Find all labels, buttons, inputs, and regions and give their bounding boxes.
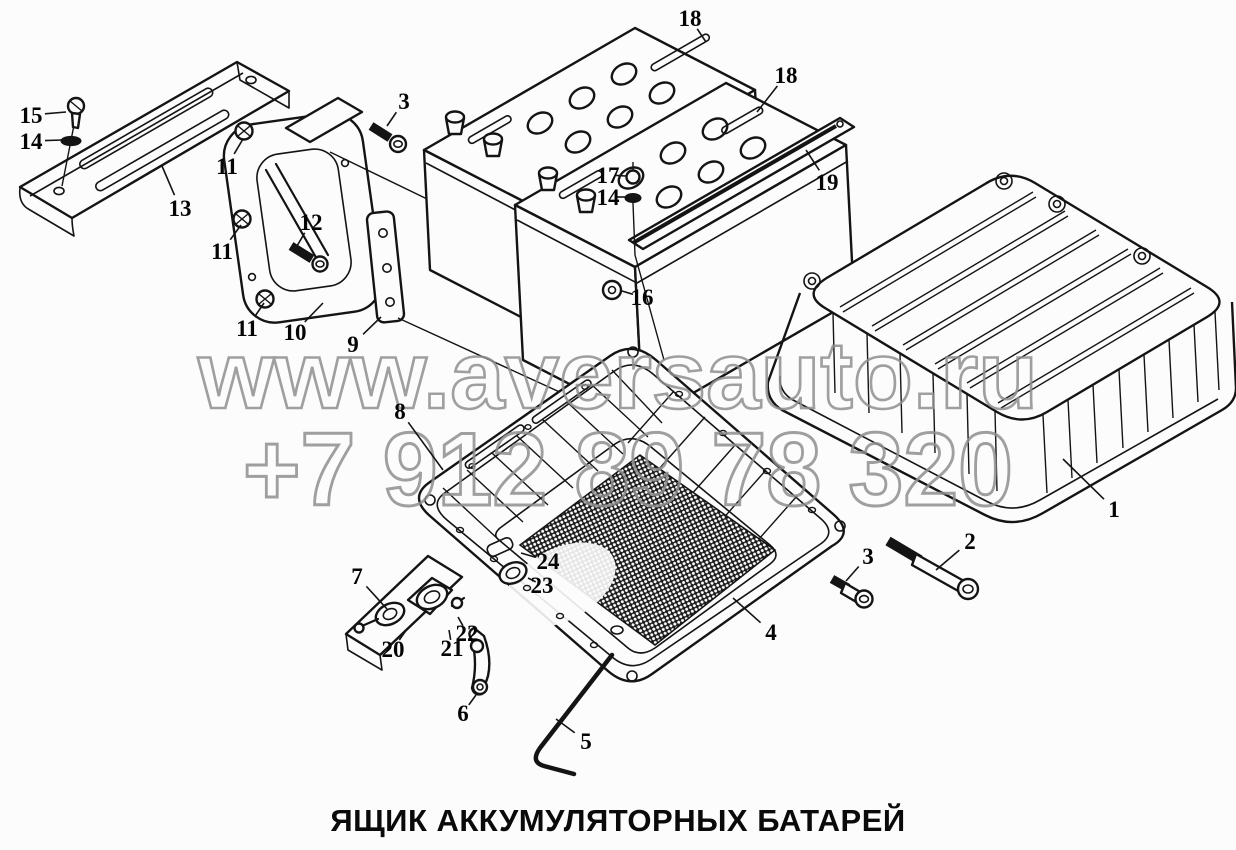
leader-line-23 (527, 577, 537, 583)
bracket-frame-10 (222, 96, 384, 324)
screw-15-washer-14 (60, 96, 86, 187)
grommet-23-24 (486, 537, 528, 585)
callout-1: 1 (1108, 497, 1120, 522)
washer-stack-17-14 (624, 162, 665, 361)
callout-2: 2 (964, 529, 976, 554)
callout-5: 5 (580, 729, 592, 754)
bolt-2 (885, 536, 980, 601)
callout-7: 7 (351, 564, 363, 589)
diagram-caption: ЯЩИК АККУМУЛЯТОРНЫХ БАТАРЕЙ (330, 802, 905, 838)
leader-line-9 (362, 316, 382, 335)
leader-line-3 (386, 111, 398, 127)
leader-line-18 (756, 85, 778, 113)
callout-16: 16 (631, 285, 654, 310)
battery-box-4 (417, 346, 846, 683)
callout-6: 6 (457, 701, 469, 726)
bolt-12 (288, 242, 329, 273)
leader-line-1 (1062, 458, 1105, 500)
leader-line-10 (304, 302, 324, 323)
leader-line-2 (935, 549, 960, 571)
nut-11-c (255, 289, 275, 309)
nut-11-b (232, 209, 252, 229)
callout-20: 20 (382, 637, 405, 662)
leader-line-12 (296, 232, 306, 247)
leader-line-11 (233, 138, 244, 155)
leader-line-15 (44, 111, 67, 115)
box-wall-ribs (442, 369, 798, 549)
leader-line-21 (448, 629, 452, 641)
hold-down-bar-19 (627, 116, 856, 251)
lid-1 (766, 172, 1236, 524)
callout-22: 22 (456, 621, 479, 646)
bolt-3-lower (829, 575, 874, 609)
callout-11: 11 (216, 154, 238, 179)
callout-4: 4 (765, 620, 777, 645)
leader-line-18 (696, 28, 707, 43)
callout-11: 11 (211, 239, 233, 264)
callout-13: 13 (169, 196, 192, 221)
leader-line-8 (407, 421, 444, 471)
box-floor (494, 437, 777, 654)
callout-23: 23 (531, 573, 554, 598)
callout-12: 12 (300, 210, 323, 235)
bolt-3-upper (368, 122, 408, 154)
callout-18: 18 (679, 6, 702, 31)
bolt-22 (450, 596, 466, 610)
leader-line-19 (805, 149, 820, 171)
callout-3: 3 (862, 544, 874, 569)
box-mat-sheen (504, 542, 616, 628)
leader-line-11 (253, 302, 265, 318)
hold-down-plate-13 (18, 60, 291, 237)
callout-8: 8 (394, 399, 406, 424)
callout-15: 15 (20, 103, 43, 128)
callout-18: 18 (775, 63, 798, 88)
link-bracket-6 (468, 626, 491, 696)
spacer-plate-9 (365, 210, 406, 324)
terminal-clamp-21 (406, 576, 454, 616)
hook-rod-5 (533, 652, 615, 777)
battery-2-caps (617, 117, 767, 209)
leader-line-7 (365, 585, 388, 610)
leader-line-4 (732, 597, 762, 624)
leader-line-3 (845, 565, 860, 582)
callout-11: 11 (236, 316, 258, 341)
callout-10: 10 (284, 320, 307, 345)
leader-line-6 (468, 694, 477, 706)
callout-14: 14 (597, 185, 621, 210)
leader-line-5 (555, 718, 576, 734)
leader-line-24 (520, 552, 537, 559)
battery-2-terminals (537, 166, 597, 214)
nut-11-a (234, 121, 254, 141)
nut-11-group (232, 121, 275, 309)
leader-line-17 (616, 174, 627, 177)
leader-line-14 (44, 139, 63, 142)
leader-line-16 (621, 290, 634, 296)
callout-19: 19 (816, 170, 839, 195)
box-mat (518, 454, 777, 646)
terminal-clamp-20 (353, 601, 406, 634)
battery-1-terminals (444, 110, 504, 158)
callout-9: 9 (347, 332, 359, 357)
watermark-phone: +7 912 89 78 320 (243, 412, 1013, 528)
leader-line-11 (229, 224, 242, 241)
lid-front-ribs (832, 311, 1220, 494)
leader-line-20 (398, 628, 408, 641)
lid-top-ribs (839, 191, 1195, 409)
battery-1-caps (526, 62, 676, 154)
callout-21: 21 (441, 636, 464, 661)
callout-14: 14 (20, 129, 44, 154)
callout-3: 3 (398, 89, 410, 114)
leader-line-22 (457, 616, 464, 627)
leader-line-13 (161, 165, 176, 196)
lid-bolt-bosses (803, 172, 1151, 290)
watermark-site: www.aversauto.ru (197, 322, 1038, 429)
callout-17: 17 (597, 163, 620, 188)
callout-24: 24 (537, 549, 561, 574)
washer-16 (601, 279, 623, 301)
